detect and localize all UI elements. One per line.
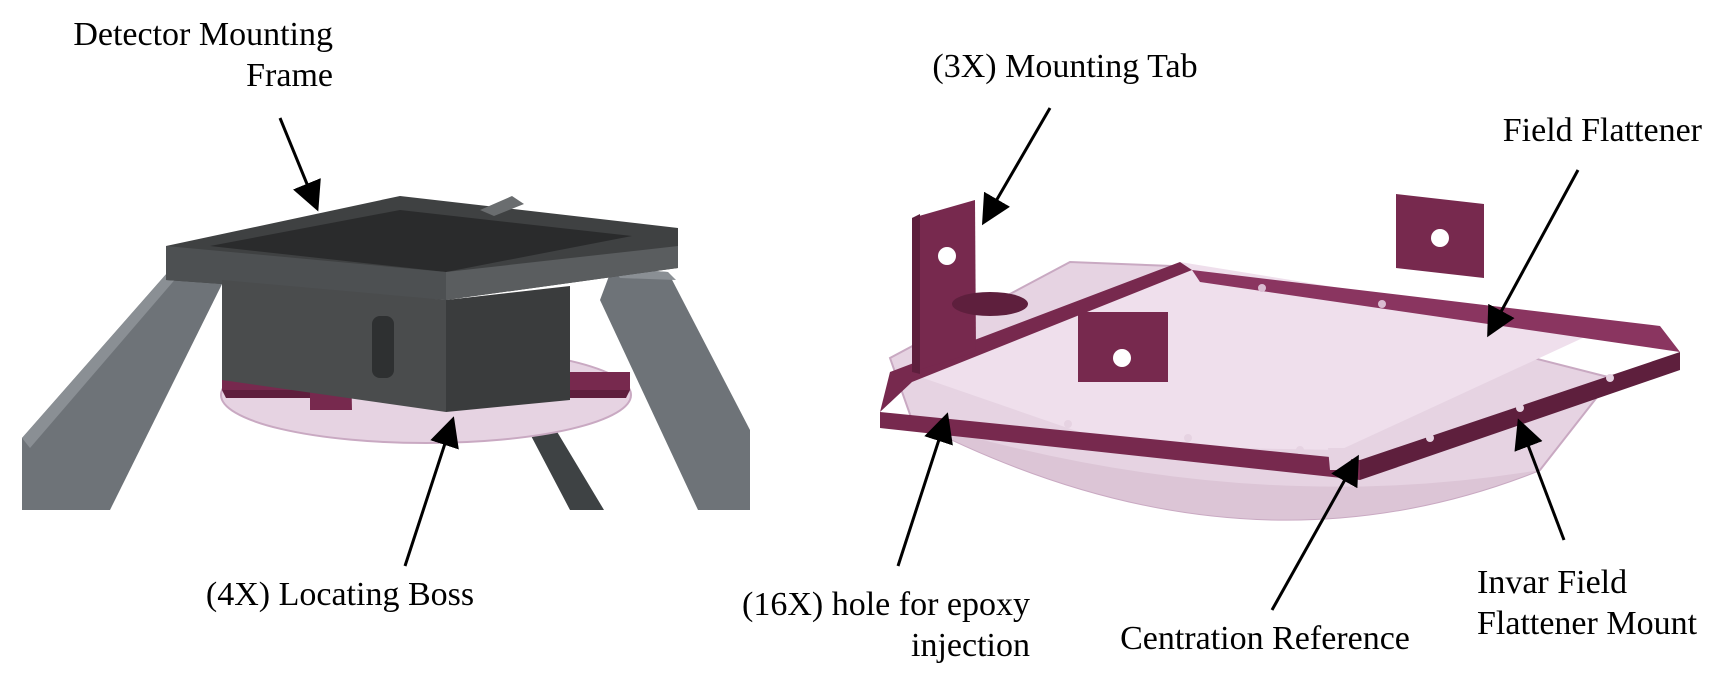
detector-mounting-frame	[166, 196, 678, 412]
label-mounting-tab: (3X) Mounting Tab	[932, 48, 1198, 85]
arrow-epoxy-hole	[896, 412, 953, 567]
label-centration-reference: Centration Reference	[1120, 620, 1410, 657]
label-field-flattener: Field Flattener	[1502, 112, 1702, 149]
arrow-invar-mount	[1514, 418, 1566, 541]
label-epoxy-hole: (16X) hole for epoxy injection	[742, 586, 1030, 664]
arrow-field-flattener	[1487, 169, 1580, 338]
right-assembly	[880, 194, 1680, 521]
left-assembly	[22, 196, 750, 510]
label-invar-field-flattener-mount: Invar Field Flattener Mount	[1477, 564, 1698, 642]
right-invar-mount	[880, 262, 1680, 480]
label-locating-boss: (4X) Locating Boss	[205, 576, 475, 613]
mounting-tabs	[912, 194, 1484, 382]
arrow-centration-reference	[1270, 454, 1359, 611]
label-detector-mounting-frame: Detector Mounting Frame	[73, 16, 333, 94]
arrow-detector-frame	[278, 117, 321, 212]
arrow-mounting-tab	[981, 107, 1052, 226]
leader-arrows	[278, 107, 1580, 611]
arrow-locating-boss	[403, 416, 459, 567]
support-legs	[22, 268, 750, 510]
